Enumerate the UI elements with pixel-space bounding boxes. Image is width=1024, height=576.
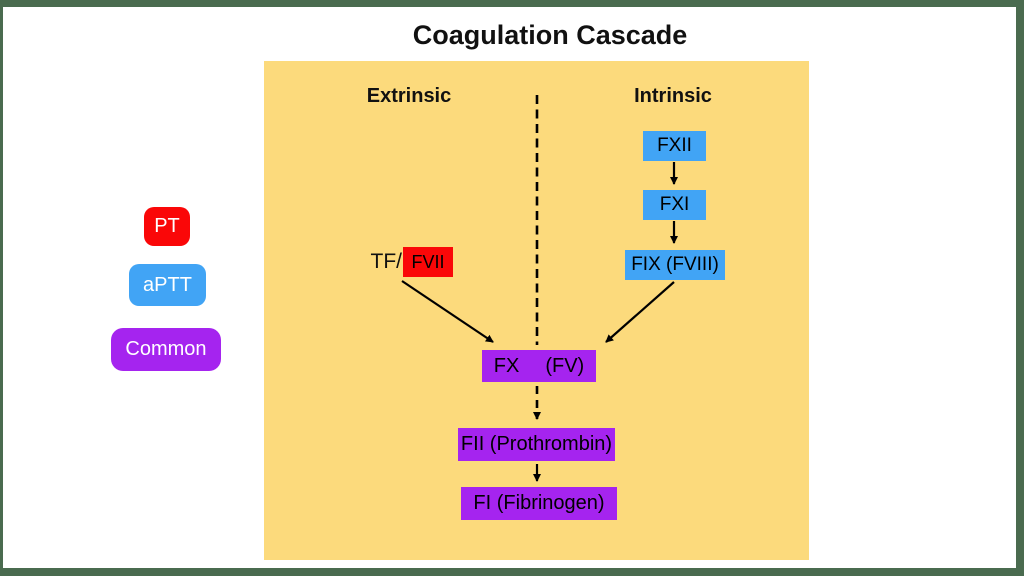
slide-border-right	[1016, 0, 1024, 576]
node-fxi-label: FXI	[659, 194, 690, 215]
intrinsic-pathway-label: Intrinsic	[634, 85, 712, 107]
node-fvii: FVII	[403, 247, 453, 277]
diagram-panel	[264, 61, 809, 560]
legend-aptt: aPTT	[129, 264, 206, 306]
legend-common: Common	[111, 328, 221, 371]
slide-border-top	[0, 0, 1024, 7]
node-fvii-label: FVII	[411, 251, 445, 272]
node-fv-label: (FV)	[545, 354, 585, 377]
tissue-factor-label: TF/	[370, 250, 403, 273]
legend-pt-label: PT	[154, 215, 180, 237]
extrinsic-pathway-label: Extrinsic	[366, 85, 452, 107]
node-fii-label: FII (Prothrombin)	[460, 433, 613, 455]
node-fx-label: FX	[493, 354, 520, 377]
node-fxi: FXI	[643, 190, 706, 220]
node-fix-fviii-label: FIX (FVIII)	[631, 254, 719, 275]
legend-pt: PT	[144, 207, 190, 246]
node-fix-fviii: FIX (FVIII)	[625, 250, 725, 280]
slide-border-bottom	[0, 568, 1024, 576]
page-title: Coagulation Cascade	[412, 20, 688, 50]
node-fii-prothrombin: FII (Prothrombin)	[458, 428, 615, 461]
slide-border-left	[0, 0, 3, 576]
node-fxii: FXII	[643, 131, 706, 161]
node-fi-label: FI (Fibrinogen)	[473, 492, 605, 514]
legend-aptt-label: aPTT	[143, 273, 192, 296]
node-fx-fv: FX (FV)	[482, 350, 596, 382]
node-fi-fibrinogen: FI (Fibrinogen)	[461, 487, 617, 520]
node-fxii-label: FXII	[657, 135, 692, 156]
legend-common-label: Common	[125, 338, 207, 360]
